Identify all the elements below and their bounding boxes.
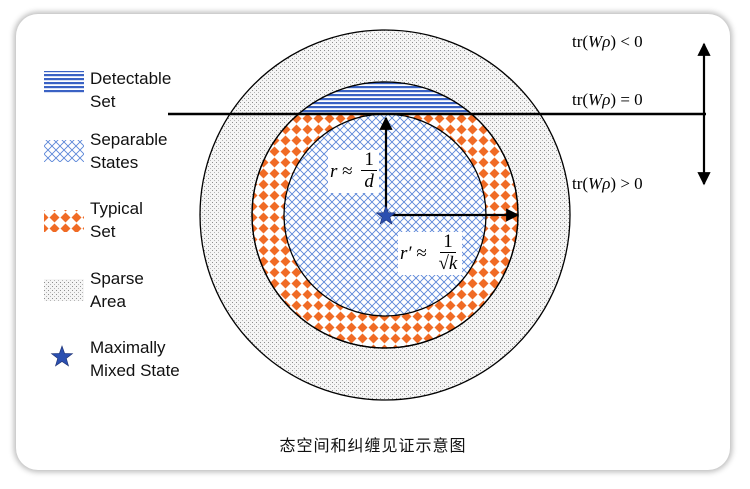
legend-swatch-sparse [44, 279, 84, 301]
legend-star-icon [50, 345, 74, 367]
legend-label-sparse: Sparse Area [90, 269, 144, 311]
legend-swatch-separable [44, 140, 84, 162]
legend-label-separable: Separable States [90, 130, 168, 172]
witness-label-negative: tr(Wρ) < 0 [572, 32, 643, 51]
figure-caption: 态空间和纠缠见证示意图 [279, 436, 467, 455]
witness-label-positive: tr(Wρ) > 0 [572, 174, 643, 193]
maximally-mixed-star-icon [375, 205, 397, 225]
legend-swatch-typical [44, 210, 84, 232]
legend-label-detectable: Detectable Set [90, 69, 172, 111]
entanglement-diagram [44, 29, 711, 401]
outer-radius-label: r′ ≈ 1 √k [398, 232, 463, 275]
legend-label-typical: Typical Set [90, 199, 143, 241]
figure-frame: Detectable Set Separable States Typical … [16, 14, 730, 470]
inner-radius-label: r ≈ 1 d [328, 150, 379, 193]
legend-label-mixed: Maximally Mixed State [90, 338, 180, 380]
legend-swatch-detectable [44, 71, 84, 93]
witness-label-zero: tr(Wρ) = 0 [572, 90, 643, 109]
